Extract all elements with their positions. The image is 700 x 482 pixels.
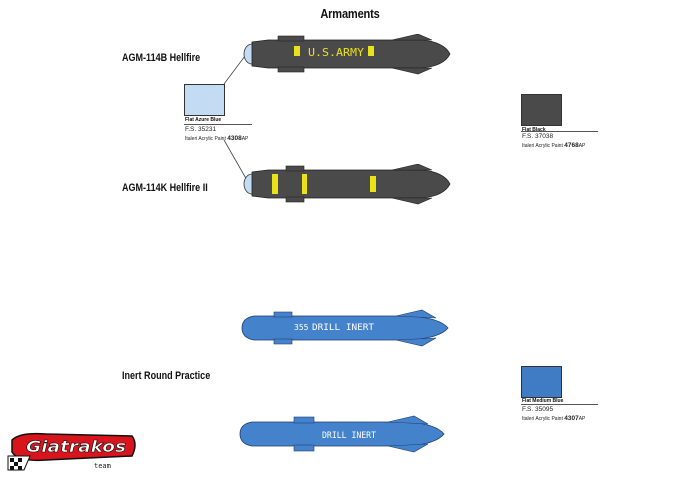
color-fs-azure: F.S. 35231 xyxy=(185,126,217,133)
color-divider-medium-blue xyxy=(521,404,598,405)
missile-marking-prefix: 355 xyxy=(294,323,309,332)
missile-inert-bottom: DRILL INERT xyxy=(239,415,445,453)
missile-marking-drill-inert-top: DRILL INERT xyxy=(312,323,375,333)
logo-subtext: team xyxy=(94,462,111,470)
weapon-label-inert: Inert Round Practice xyxy=(122,370,211,382)
color-divider-azure xyxy=(184,124,252,125)
color-swatch-medium-blue xyxy=(521,366,562,398)
missile-agm-114k xyxy=(243,164,451,205)
missile-marking-drill-inert-bottom: DRILL INERT xyxy=(322,431,377,441)
color-fs-black: F.S. 37038 xyxy=(522,133,554,140)
missile-inert-top: 355 DRILL INERT xyxy=(241,309,449,347)
color-name-black: Flat Black xyxy=(522,127,546,133)
logo-text: Giatrakos xyxy=(26,437,126,456)
weapon-label-agm-114k: AGM-114K Hellfire II xyxy=(122,182,208,194)
giatrakos-logo: Giatrakos team xyxy=(7,432,136,471)
color-paint-azure: Italeri Acrylic Paint 4308AP xyxy=(185,135,249,142)
color-paint-black: Italeri Acrylic Paint 4768AP xyxy=(522,142,586,149)
page-title: Armaments xyxy=(320,6,380,21)
color-paint-medium-blue: Italeri Acrylic Paint 4307AP xyxy=(522,415,586,422)
color-swatch-azure xyxy=(184,84,225,116)
color-fs-medium-blue: F.S. 35095 xyxy=(522,406,554,413)
color-name-medium-blue: Flat Medium Blue xyxy=(522,398,564,404)
color-name-azure: Flat Azure Blue xyxy=(185,117,222,123)
missile-marking-usarmy: U.S.ARMY xyxy=(308,46,364,59)
color-swatch-black xyxy=(521,94,562,126)
weapon-label-agm-114b: AGM-114B Hellfire xyxy=(122,52,201,64)
color-divider-black xyxy=(521,131,598,132)
missile-agm-114b: U.S.ARMY xyxy=(243,34,451,75)
